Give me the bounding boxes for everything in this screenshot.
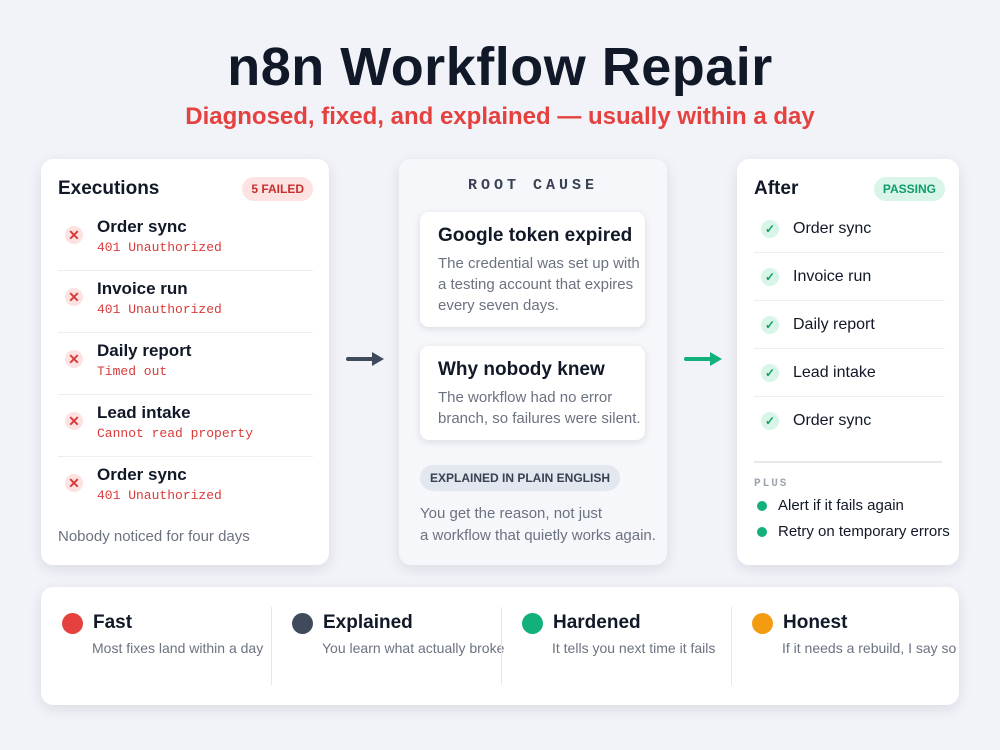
cause-title: Google token expired — [438, 225, 633, 246]
check-icon: ✓ — [761, 267, 779, 286]
execution-name: Order sync — [97, 217, 187, 236]
execution-error: Cannot read property — [97, 426, 254, 441]
plus-item-text: Alert if it fails again — [778, 497, 904, 514]
executions-list: ✕ Order sync 401 Unauthorized ✕ Invoice … — [58, 209, 313, 519]
cause-title: Why nobody knew — [438, 359, 605, 380]
arrow-right-icon — [346, 352, 384, 366]
features-strip: Fast Most fixes land within a day Explai… — [41, 587, 959, 705]
after-item[interactable]: ✓ Order sync — [754, 397, 945, 445]
execution-name: Lead intake — [97, 403, 191, 422]
page-subtitle: Diagnosed, fixed, and explained — usuall… — [185, 103, 815, 130]
execution-name: Daily report — [97, 341, 192, 360]
after-item-name: Invoice run — [793, 267, 872, 285]
after-header: After PASSING — [754, 175, 945, 203]
execution-item[interactable]: ✕ Order sync 401 Unauthorized — [58, 457, 313, 519]
cause-text: The workflow had no error branch, so fai… — [438, 387, 645, 429]
root-cause-label: ROOT CAUSE — [467, 177, 598, 194]
feature-hardened: Hardened It tells you next time it fails — [501, 587, 731, 705]
feature-title: Hardened — [553, 612, 641, 633]
execution-error: Timed out — [97, 364, 168, 379]
executions-header: Executions 5 FAILED — [58, 175, 313, 203]
plus-divider — [754, 461, 942, 463]
executions-footer: Nobody noticed for four days — [58, 528, 250, 545]
bullet-dot-icon — [757, 500, 767, 511]
cause-text-line: The credential was set up with — [438, 255, 640, 272]
feature-desc: If it needs a rebuild, I say so — [782, 640, 957, 656]
cause-text-line: a testing account that expires — [438, 276, 634, 293]
feature-fast: Fast Most fixes land within a day — [41, 587, 271, 705]
feature-dot-icon — [752, 612, 773, 634]
check-icon: ✓ — [761, 412, 779, 430]
after-item-name: Order sync — [793, 219, 872, 237]
feature-title: Explained — [323, 612, 413, 633]
executions-title: Executions — [58, 178, 160, 199]
plus-item-text: Retry on temporary errors — [778, 523, 950, 540]
execution-error: 401 Unauthorized — [97, 240, 222, 255]
feature-honest: Honest If it needs a rebuild, I say so — [731, 587, 959, 705]
check-icon: ✓ — [761, 315, 779, 334]
feature-dot-icon — [292, 612, 313, 634]
after-list: ✓ Order sync ✓ Invoice run ✓ Daily repor… — [754, 205, 945, 445]
plain-english-tag: EXPLAINED IN PLAIN ENGLISH — [420, 465, 621, 491]
after-item-name: Lead intake — [793, 363, 876, 381]
cause-card: Why nobody knew The workflow had no erro… — [420, 346, 645, 440]
after-card: After PASSING ✓ Order sync ✓ Invoice run… — [737, 159, 959, 565]
root-cause-panel: ROOT CAUSE Google token expired The cred… — [399, 159, 667, 565]
feature-title: Honest — [783, 612, 848, 633]
arrow-right-icon — [684, 352, 722, 366]
feature-dot-icon — [62, 612, 83, 634]
after-item[interactable]: ✓ Lead intake — [754, 349, 945, 397]
feature-desc: It tells you next time it fails — [552, 640, 716, 656]
plus-item: Retry on temporary errors — [757, 523, 950, 540]
after-item-name: Order sync — [793, 412, 872, 429]
plus-item: Alert if it fails again — [757, 497, 904, 514]
executions-card: Executions 5 FAILED ✕ Order sync 401 Una… — [41, 159, 329, 565]
execution-item[interactable]: ✕ Daily report Timed out — [58, 333, 313, 395]
execution-error: 401 Unauthorized — [97, 302, 222, 317]
check-icon: ✓ — [761, 363, 779, 382]
page-title: n8n Workflow Repair — [227, 37, 773, 97]
after-title: After — [754, 178, 799, 199]
passing-badge: PASSING — [873, 177, 945, 201]
feature-desc: You learn what actually broke — [322, 640, 505, 656]
x-icon: ✕ — [65, 288, 83, 306]
execution-item[interactable]: ✕ Invoice run 401 Unauthorized — [58, 271, 313, 333]
cause-card: Google token expired The credential was … — [420, 212, 645, 327]
after-item-name: Daily report — [793, 315, 875, 333]
after-item[interactable]: ✓ Order sync — [754, 205, 945, 253]
cause-text-line: The workflow had no error — [438, 389, 613, 406]
x-icon: ✕ — [65, 226, 83, 244]
x-icon: ✕ — [65, 412, 83, 430]
cause-text-line: branch, so failures were silent. — [438, 410, 641, 427]
check-icon: ✓ — [761, 219, 779, 238]
bullet-dot-icon — [757, 526, 767, 537]
root-cause-note-line: a workflow that quietly works again. — [420, 527, 656, 544]
feature-dot-icon — [522, 612, 543, 634]
feature-explained: Explained You learn what actually broke — [271, 587, 505, 705]
execution-item[interactable]: ✕ Lead intake Cannot read property — [58, 395, 313, 457]
cause-text-line: every seven days. — [438, 297, 559, 314]
after-item[interactable]: ✓ Daily report — [754, 301, 945, 349]
plus-label: PLUS — [754, 478, 789, 490]
x-icon: ✕ — [65, 474, 83, 492]
execution-name: Order sync — [97, 465, 187, 484]
feature-desc: Most fixes land within a day — [92, 640, 264, 656]
failed-badge: 5 FAILED — [242, 177, 313, 201]
root-cause-note-line: You get the reason, not just — [420, 505, 603, 522]
root-cause-note: You get the reason, not just a workflow … — [420, 503, 656, 547]
x-icon: ✕ — [65, 350, 83, 368]
after-item[interactable]: ✓ Invoice run — [754, 253, 945, 301]
execution-error: 401 Unauthorized — [97, 488, 222, 503]
execution-item[interactable]: ✕ Order sync 401 Unauthorized — [58, 209, 313, 271]
execution-name: Invoice run — [97, 279, 188, 298]
feature-title: Fast — [93, 612, 133, 633]
cause-text: The credential was set up with a testing… — [438, 253, 645, 316]
